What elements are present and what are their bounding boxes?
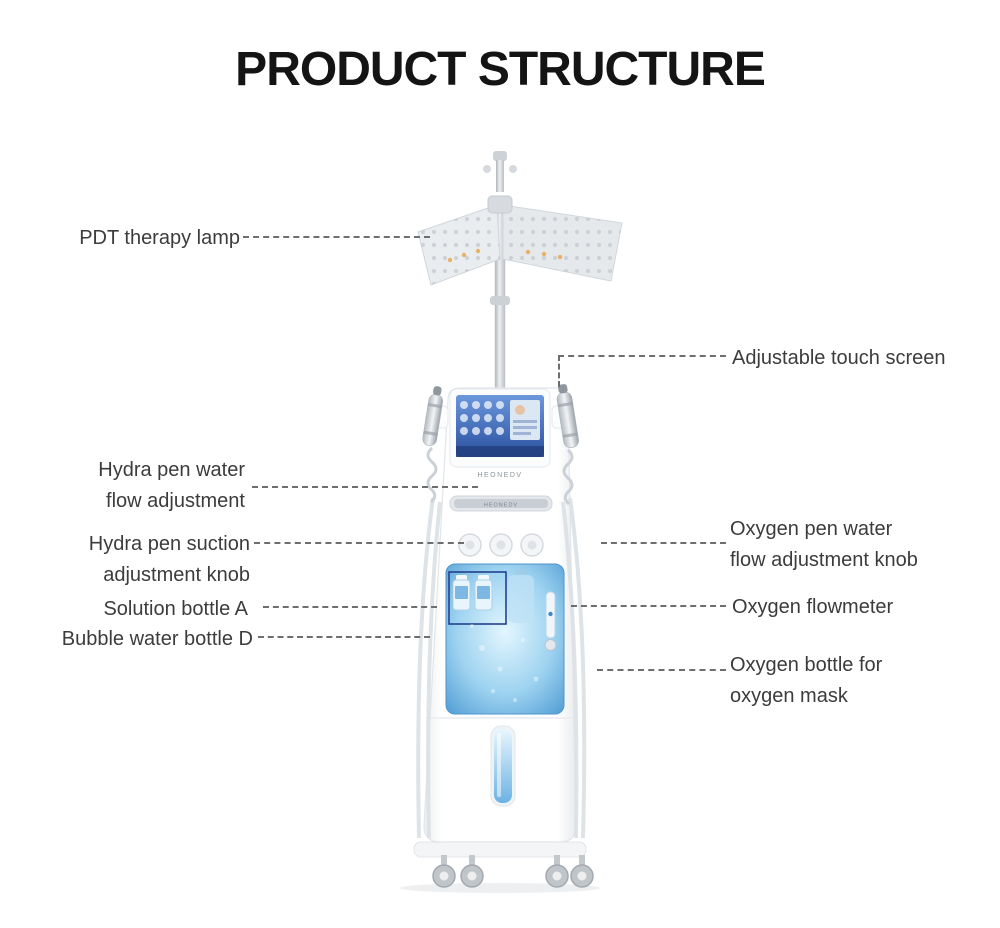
label-oxygen-pen-water-knob: Oxygen pen water flow adjustment knob: [730, 514, 918, 576]
screen-bottom-bar: [456, 446, 544, 457]
bubbles: [470, 624, 539, 702]
water-level-tube: [490, 725, 516, 807]
screen-image-panel: [510, 400, 540, 440]
accessory-tray: HEONEDV: [449, 495, 553, 512]
label-line: flow adjustment knob: [730, 549, 918, 571]
label-oxygen-flowmeter: Oxygen flowmeter: [732, 592, 893, 623]
callout-line-oxygen-pen: [601, 542, 726, 544]
lamp-hinge: [487, 195, 513, 214]
caster-wheel: [570, 855, 594, 888]
callout-line-solution-bottle: [263, 606, 437, 608]
label-hydra-pen-suction-knob: Hydra pen suction adjustment knob: [89, 529, 250, 591]
label-solution-bottle-a: Solution bottle A: [103, 594, 248, 625]
lamp-mount: [483, 151, 517, 192]
brand-text: HEONEDV: [477, 472, 522, 479]
caster-wheel: [432, 855, 456, 888]
label-line: Hydra pen water: [98, 459, 245, 481]
pdt-lamp: [417, 195, 623, 286]
label-pdt-therapy-lamp: PDT therapy lamp: [79, 223, 240, 254]
label-line: Hydra pen suction: [88, 533, 250, 555]
oxygen-pen-cable: [562, 448, 574, 506]
base-plate: [413, 841, 587, 858]
water-tubes: [416, 497, 587, 839]
brand-text-tray: HEONEDV: [484, 503, 518, 509]
bottle-compartment: [445, 563, 565, 715]
oxygen-water-knob: [520, 533, 544, 557]
hydra-suction-knob: [489, 533, 513, 557]
label-line: Adjustable touch screen: [732, 347, 946, 369]
callout-line-oxygen-bottle: [597, 669, 726, 671]
label-line: PDT therapy lamp: [79, 227, 240, 249]
machine-illustration: HEONEDV HEONEDV: [400, 151, 623, 893]
touch-screen: [449, 388, 551, 468]
screen-icons: [460, 401, 504, 435]
lamp-led-amber: [447, 248, 563, 263]
label-hydra-pen-water-flow: Hydra pen water flow adjustment: [98, 455, 245, 517]
solution-bottles: [452, 575, 493, 611]
callout-line-hydra-suction: [254, 542, 464, 544]
label-line: Oxygen flowmeter: [732, 596, 894, 618]
label-adjustable-touch-screen: Adjustable touch screen: [732, 343, 945, 374]
bottle-highlight-box: [448, 571, 507, 625]
hydra-pen-cable: [426, 446, 438, 504]
label-line: Solution bottle A: [103, 598, 248, 620]
oxygen-pen: [556, 384, 579, 449]
control-knobs: [458, 533, 544, 557]
label-line: flow adjustment: [106, 490, 245, 512]
callout-line-touch-screen-vertical: [558, 355, 560, 387]
hydra-water-knob: [458, 533, 482, 557]
label-line: Oxygen pen water: [730, 518, 893, 540]
label-line: Bubble water bottle D: [61, 628, 253, 650]
caster-wheel: [545, 855, 569, 888]
label-line: Oxygen bottle for: [730, 654, 883, 676]
label-line: adjustment knob: [103, 564, 250, 586]
oxygen-flowmeter-part: [544, 591, 557, 651]
callout-line-pdt-lamp: [243, 236, 430, 238]
page-title: PRODUCT STRUCTURE: [235, 43, 766, 96]
callout-line-touch-screen: [558, 355, 726, 357]
label-bubble-water-bottle-d: Bubble water bottle D: [62, 624, 253, 655]
callout-line-hydra-water: [252, 486, 478, 488]
callout-line-bubble-bottle: [258, 636, 430, 638]
caster-wheels: [432, 855, 594, 888]
center-bottle: [508, 569, 534, 623]
label-oxygen-bottle-mask: Oxygen bottle for oxygen mask: [730, 650, 882, 712]
callout-line-oxygen-flowmeter: [571, 605, 726, 607]
label-line: oxygen mask: [730, 685, 848, 707]
caster-wheel: [460, 855, 484, 888]
pole-collar: [490, 296, 510, 305]
hydra-pen: [422, 386, 443, 447]
floor-shadow: [400, 883, 600, 893]
